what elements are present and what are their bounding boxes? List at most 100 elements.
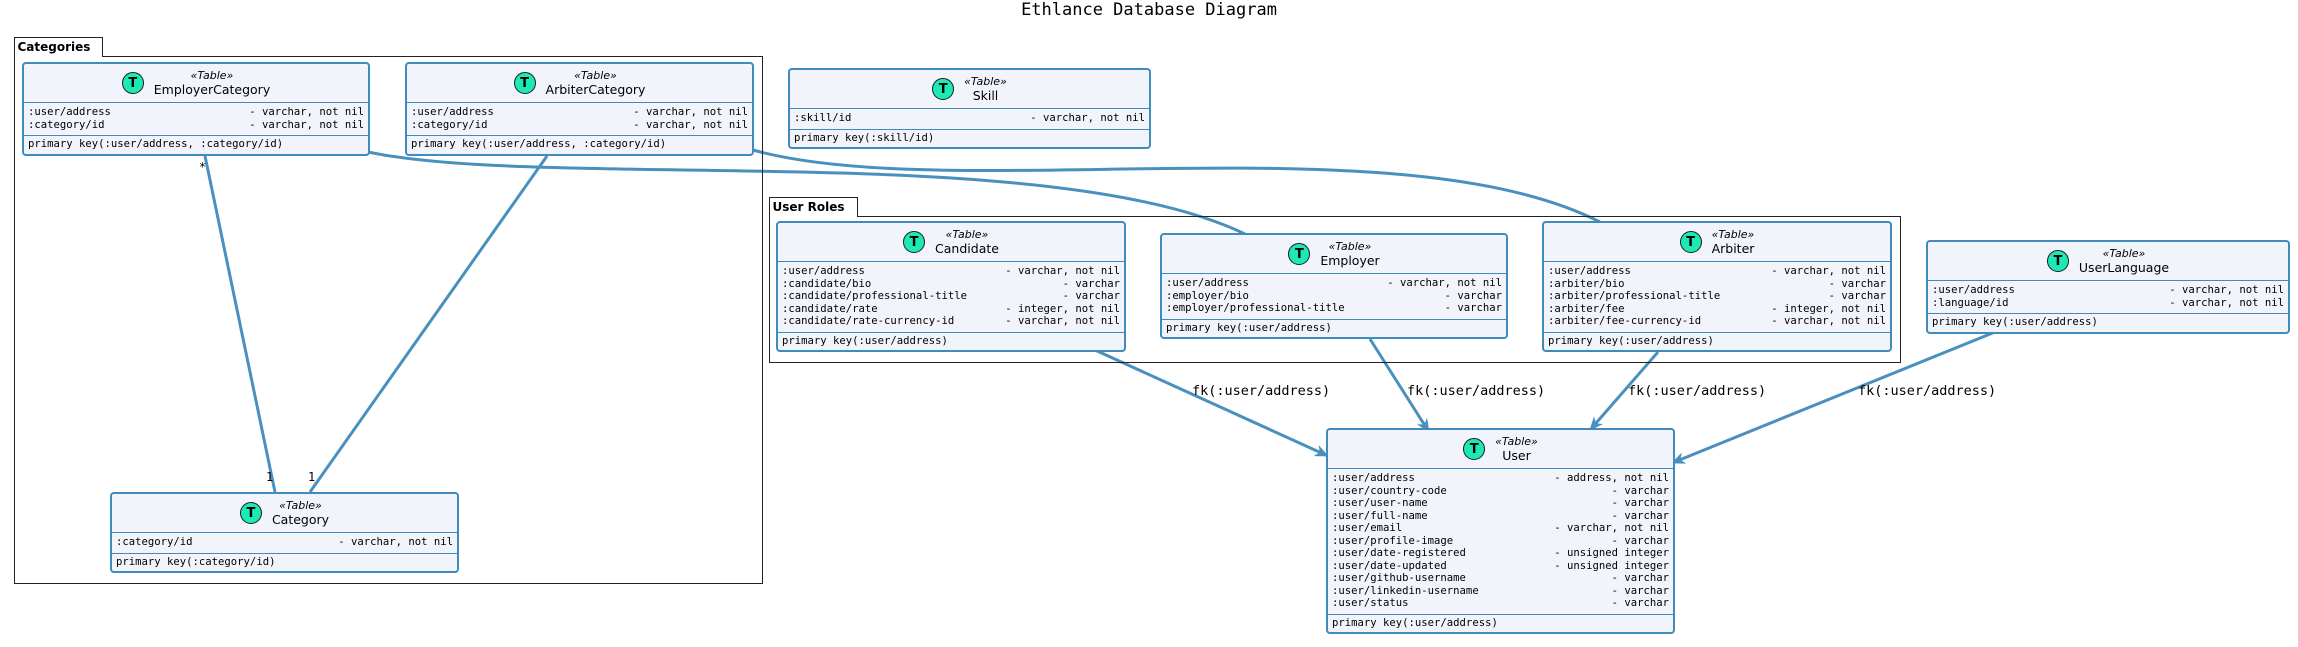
table-fields: :skill/id- varchar, not nil [790, 109, 1149, 130]
field-name: :user/date-updated [1332, 559, 1447, 572]
table-fields: :category/id- varchar, not nil [112, 533, 457, 554]
table-stereotype: «Table» [2102, 247, 2146, 260]
field-type: - varchar [1611, 572, 1669, 584]
field-name: :user/address [28, 106, 111, 118]
table-type-icon: T [2046, 250, 2069, 272]
table-arbiter[interactable]: T«Table»Arbiter:user/address- varchar, n… [1542, 221, 1892, 352]
field-name: :user/linkedin-username [1332, 584, 1479, 597]
field-name: :candidate/rate [782, 302, 878, 315]
table-name: Candidate [935, 241, 999, 256]
table-user[interactable]: T«Table»User:user/address- address, not … [1326, 428, 1675, 634]
table-header: T«Table»ArbiterCategory [407, 64, 752, 103]
field-type: - varchar, not nil [1554, 522, 1669, 534]
table-stereotype: «Table» [1328, 240, 1372, 253]
field-row: :user/github-username - varchar [1332, 572, 1669, 585]
table-name: Skill [972, 88, 999, 103]
table-employer-category[interactable]: T«Table»EmployerCategory:user/address- v… [22, 62, 370, 156]
field-type: - varchar [1611, 534, 1669, 547]
table-header: T«Table»Skill [790, 70, 1149, 109]
table-skill[interactable]: T«Table»Skill:skill/id- varchar, not nil… [788, 68, 1151, 149]
table-fields: :user/address- varchar, not nil:employer… [1162, 274, 1506, 320]
field-type: - varchar, not nil [1030, 112, 1145, 124]
field-row: :category/id- varchar, not nil [411, 119, 748, 132]
table-name: Category [271, 512, 330, 527]
field-row: :user/date-updated - unsigned integer [1332, 560, 1669, 573]
field-name: :candidate/bio [782, 277, 872, 290]
table-type-icon: T [903, 231, 926, 253]
field-name: :user/date-registered [1332, 547, 1466, 559]
field-type: - varchar, not nil [633, 106, 748, 118]
field-name: :user/user-name [1332, 497, 1428, 509]
fk-label-user-language: fk(:user/address) [1858, 383, 1997, 399]
arbiter-user-fk [1588, 351, 1660, 431]
field-type: - varchar [1611, 497, 1669, 509]
table-header: T«Table»UserLanguage [1928, 242, 2288, 281]
field-type: - varchar [1828, 277, 1886, 290]
field-type: - varchar [1611, 584, 1669, 597]
table-user-language[interactable]: T«Table»UserLanguage:user/address- varch… [1926, 240, 2290, 334]
field-row: :user/address- varchar, not nil [411, 106, 748, 119]
primary-key: primary key(:user/address) [782, 334, 948, 347]
field-name: :user/status [1332, 597, 1409, 609]
field-type: - varchar [1062, 277, 1120, 290]
field-type: - varchar, not nil [1005, 265, 1120, 277]
field-row: :user/email- varchar, not nil [1332, 522, 1669, 535]
field-type: - varchar, not nil [1005, 315, 1120, 327]
field-name: :user/address [1548, 265, 1631, 277]
userlanguage-user-fk [1671, 330, 1996, 465]
table-name: Arbiter [1711, 241, 1755, 256]
field-row: :arbiter/fee-currency-id- varchar, not n… [1548, 315, 1886, 328]
field-name: :category/id [116, 536, 193, 548]
field-row: :user/address- address, not nil [1332, 472, 1669, 485]
package-user-roles: User Roles [768, 197, 1901, 363]
table-stereotype: «Table» [279, 499, 322, 512]
table-type-icon: T [1463, 438, 1486, 460]
field-row: :candidate/rate- integer, not nil [782, 303, 1120, 316]
field-name: :arbiter/bio [1548, 277, 1625, 290]
field-name: :category/id [28, 118, 105, 131]
field-row: :user/user-name - varchar [1332, 497, 1669, 510]
fk-label-arbiter: fk(:user/address) [1628, 383, 1767, 399]
multiplicity-employer-category-many: * [199, 160, 207, 174]
field-row: :category/id- varchar, not nil [116, 536, 453, 549]
field-type: - varchar [1062, 290, 1120, 302]
field-name: :user/full-name [1332, 509, 1428, 522]
table-header: T«Table»Category [112, 494, 457, 533]
field-row: :arbiter/fee- integer, not nil [1548, 303, 1886, 316]
field-name: :user/country-code [1332, 484, 1447, 497]
package-user-roles-label: User Roles [768, 197, 858, 217]
field-row: :user/full-name - varchar [1332, 510, 1669, 523]
primary-key: primary key(:user/address) [1166, 321, 1332, 334]
field-type: - unsigned integer [1554, 559, 1669, 572]
field-type: - varchar [1611, 509, 1669, 522]
field-row: :user/country-code - varchar [1332, 485, 1669, 498]
field-type: - varchar [1611, 484, 1669, 497]
field-type: - varchar, not nil [633, 118, 748, 131]
table-stereotype: «Table» [190, 69, 234, 82]
arbitercategory-category-link [308, 155, 549, 493]
table-name: User [1502, 448, 1531, 463]
field-name: :user/address [1932, 284, 2015, 296]
candidate-user-fk [1094, 348, 1329, 458]
field-name: :arbiter/fee-currency-id [1548, 315, 1702, 327]
table-category[interactable]: T«Table»Category :category/id- varchar, n… [110, 492, 459, 573]
table-type-icon: T [513, 72, 536, 94]
field-row: :candidate/professional-title- varchar [782, 290, 1120, 303]
table-type-icon: T [121, 72, 144, 94]
table-employer[interactable]: T«Table»Employer:user/address- varchar, … [1160, 233, 1508, 339]
field-name: :arbiter/fee [1548, 302, 1625, 315]
table-name: ArbiterCategory [545, 82, 646, 97]
field-row: :candidate/bio - varchar [782, 278, 1120, 291]
field-name: :employer/bio [1166, 289, 1249, 302]
field-type: - varchar, not nil [2169, 296, 2284, 309]
field-type: - varchar, not nil [2169, 284, 2284, 296]
field-name: :user/profile-image [1332, 534, 1454, 547]
primary-key: primary key(:user/address) [1548, 334, 1714, 347]
table-arbiter-category[interactable]: T«Table»ArbiterCategory :user/address- va… [405, 62, 754, 156]
field-type: - varchar [1611, 597, 1669, 609]
table-candidate[interactable]: T«Table»Candidate:user/address- varchar,… [776, 221, 1126, 352]
primary-key: primary key(:user/address) [1932, 316, 2098, 328]
field-name: :user/address [782, 265, 865, 277]
primary-key: primary key(:category/id) [116, 555, 276, 568]
field-name: :user/github-username [1332, 572, 1466, 584]
